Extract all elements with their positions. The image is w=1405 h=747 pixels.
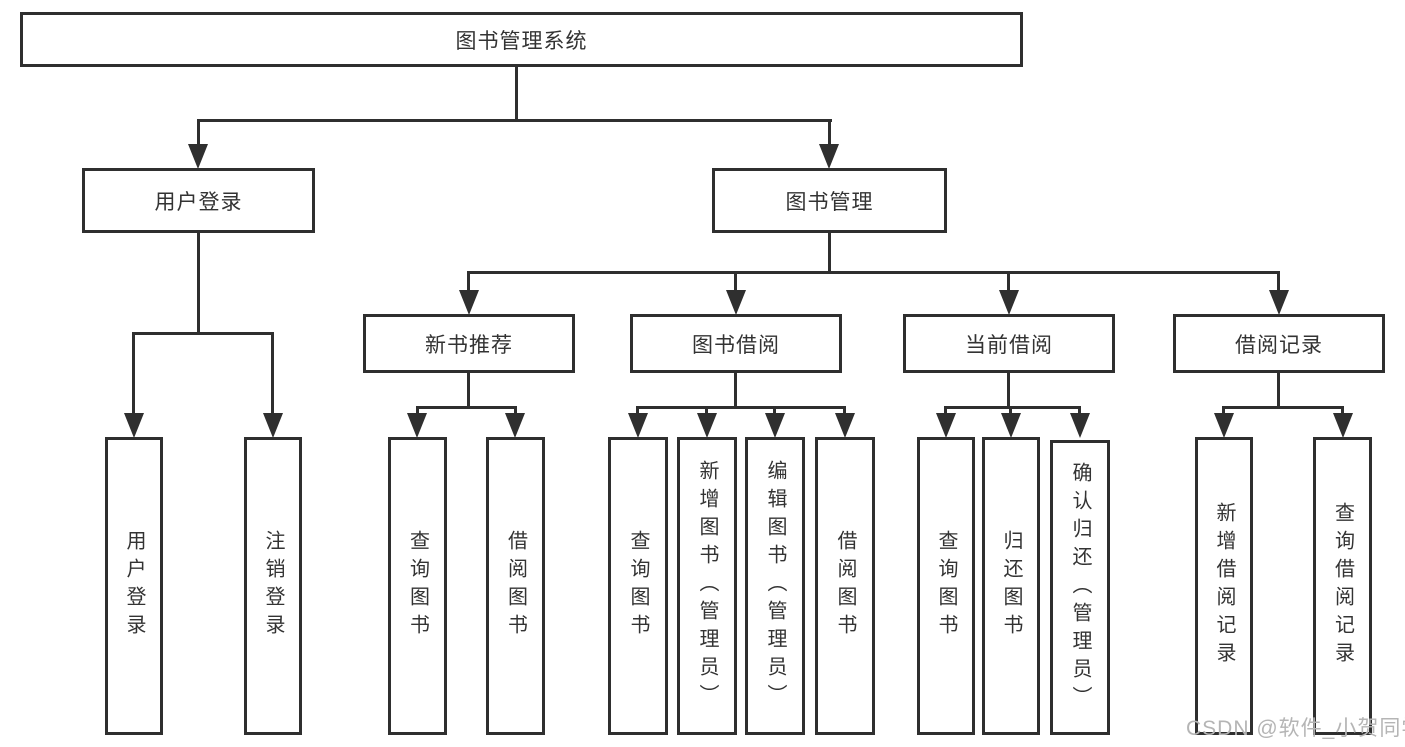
arrowhead-down-icon — [936, 413, 956, 438]
connector-line — [828, 120, 831, 152]
leaf-recommend-borrow-books-label: 借阅图书 — [504, 530, 527, 642]
leaf-current-confirm-return-admin-label: 确认归还（管理员） — [1069, 461, 1091, 714]
connector-line — [636, 406, 846, 409]
connector-line — [1222, 406, 1344, 409]
leaf-borrowing-query-books: 查询图书 — [608, 437, 668, 735]
leaf-records-query-record-label: 查询借阅记录 — [1331, 502, 1354, 670]
node-root: 图书管理系统 — [20, 12, 1023, 67]
connector-line — [416, 406, 517, 409]
leaf-current-query-books: 查询图书 — [917, 437, 975, 735]
node-new-book-recommend: 新书推荐 — [363, 314, 575, 373]
node-book-management: 图书管理 — [712, 168, 947, 233]
leaf-borrowing-query-books-label: 查询图书 — [627, 530, 649, 642]
arrowhead-down-icon — [124, 413, 144, 438]
connector-line — [197, 119, 832, 122]
arrowhead-down-icon — [726, 290, 746, 315]
connector-line — [271, 333, 274, 417]
arrowhead-down-icon — [1269, 290, 1289, 315]
node-user-login-label: 用户登录 — [154, 190, 243, 214]
leaf-borrowing-add-books-admin: 新增图书（管理员） — [677, 437, 737, 735]
leaf-current-query-books-label: 查询图书 — [935, 530, 957, 642]
leaf-logout: 注销登录 — [244, 437, 302, 735]
connector-line — [1277, 272, 1280, 296]
leaf-logout-label: 注销登录 — [262, 530, 284, 642]
node-new-book-recommend-label: 新书推荐 — [425, 333, 513, 357]
node-root-label: 图书管理系统 — [455, 29, 588, 53]
arrowhead-down-icon — [1333, 413, 1353, 438]
connector-line — [734, 272, 737, 296]
connector-line — [828, 233, 831, 274]
node-book-borrowing-label: 图书借阅 — [692, 333, 780, 357]
arrowhead-down-icon — [697, 413, 717, 438]
node-current-borrowing-label: 当前借阅 — [965, 333, 1053, 357]
connector-line — [132, 333, 135, 417]
arrowhead-down-icon — [1001, 413, 1021, 438]
leaf-borrowing-borrow-books-label: 借阅图书 — [834, 530, 856, 642]
connector-line — [467, 272, 470, 296]
connector-line — [467, 373, 470, 409]
node-borrowing-records-label: 借阅记录 — [1235, 333, 1323, 357]
connector-line — [515, 67, 518, 122]
connector-line — [944, 406, 1081, 409]
leaf-recommend-borrow-books: 借阅图书 — [486, 437, 545, 735]
leaf-records-add-record-label: 新增借阅记录 — [1213, 502, 1235, 670]
leaf-recommend-query-books: 查询图书 — [388, 437, 447, 735]
connector-line — [132, 332, 274, 335]
leaf-current-return-books-label: 归还图书 — [1000, 530, 1022, 642]
node-book-management-label: 图书管理 — [785, 190, 874, 214]
leaf-borrowing-borrow-books: 借阅图书 — [815, 437, 875, 735]
connector-line — [197, 233, 200, 335]
leaf-current-confirm-return-admin: 确认归还（管理员） — [1050, 440, 1110, 735]
leaf-user-login-label: 用户登录 — [123, 530, 145, 642]
connector-line — [1007, 272, 1010, 296]
leaf-records-add-record: 新增借阅记录 — [1195, 437, 1253, 735]
connector-line — [467, 271, 1280, 274]
leaf-user-login: 用户登录 — [105, 437, 163, 735]
arrowhead-down-icon — [765, 413, 785, 438]
node-current-borrowing: 当前借阅 — [903, 314, 1115, 373]
arrowhead-down-icon — [819, 144, 839, 169]
node-user-login: 用户登录 — [82, 168, 315, 233]
leaf-current-return-books: 归还图书 — [982, 437, 1040, 735]
connector-line — [1007, 373, 1010, 409]
arrowhead-down-icon — [459, 290, 479, 315]
connector-line — [734, 373, 737, 409]
connector-line — [197, 120, 200, 152]
node-book-borrowing: 图书借阅 — [630, 314, 842, 373]
arrowhead-down-icon — [263, 413, 283, 438]
leaf-borrowing-edit-books-admin: 编辑图书（管理员） — [745, 437, 805, 735]
leaf-recommend-query-books-label: 查询图书 — [406, 530, 429, 642]
leaf-borrowing-add-books-admin-label: 新增图书（管理员） — [696, 460, 718, 712]
arrowhead-down-icon — [1214, 413, 1234, 438]
arrowhead-down-icon — [1070, 413, 1090, 438]
arrowhead-down-icon — [628, 413, 648, 438]
arrowhead-down-icon — [505, 413, 525, 438]
arrowhead-down-icon — [835, 413, 855, 438]
leaf-borrowing-edit-books-admin-label: 编辑图书（管理员） — [764, 460, 786, 712]
arrowhead-down-icon — [407, 413, 427, 438]
arrowhead-down-icon — [999, 290, 1019, 315]
leaf-records-query-record: 查询借阅记录 — [1313, 437, 1372, 735]
connector-line — [1277, 373, 1280, 409]
arrowhead-down-icon — [188, 144, 208, 169]
node-borrowing-records: 借阅记录 — [1173, 314, 1385, 373]
csdn-watermark: CSDN @软件_小贺同学 — [1186, 717, 1405, 740]
